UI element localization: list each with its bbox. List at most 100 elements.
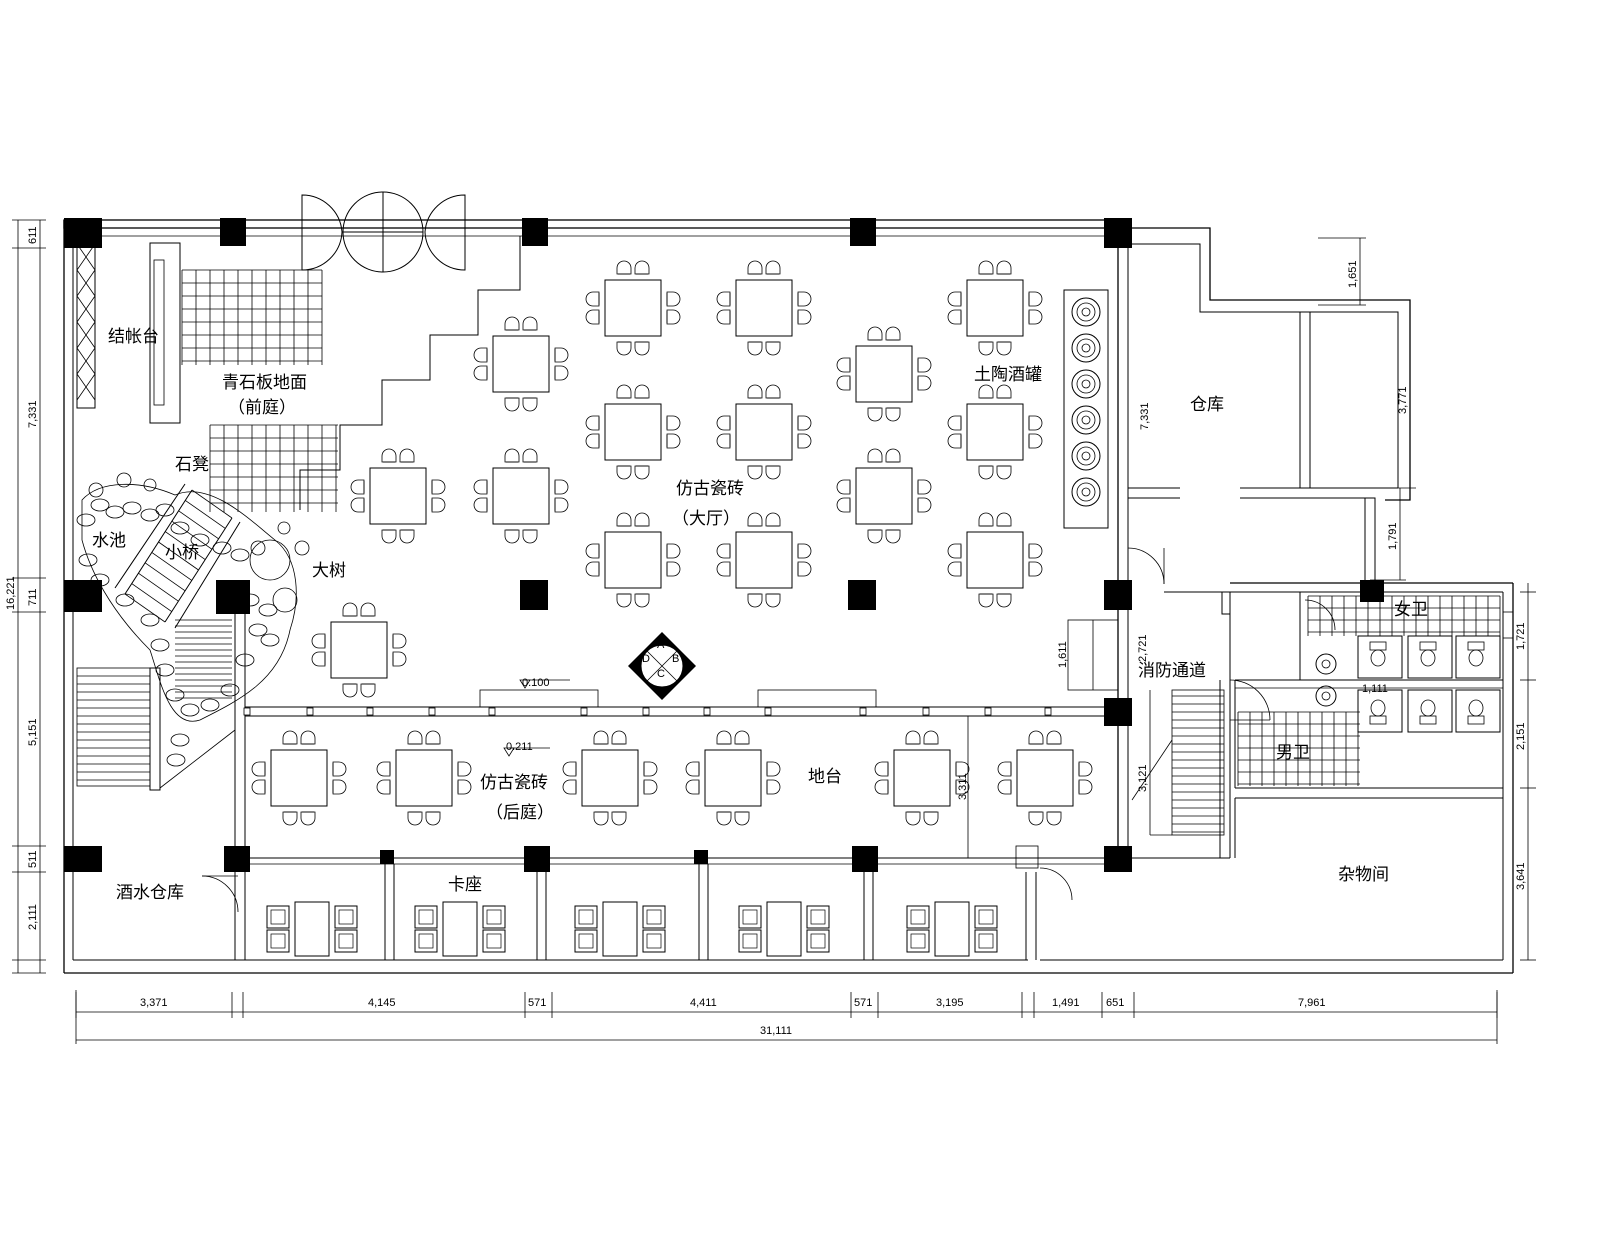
- label-female-wc: 女卫: [1394, 600, 1428, 620]
- dim-bottom-7: 1,491: [1052, 997, 1080, 1009]
- toilet-icon: [1357, 635, 1403, 679]
- chair-icon: [473, 497, 488, 513]
- chair-icon: [585, 309, 600, 325]
- dining-table: [585, 384, 681, 480]
- chair-icon: [342, 602, 358, 617]
- label-big-tree: 大树: [312, 561, 346, 581]
- chair-icon: [947, 433, 962, 449]
- chair-icon: [978, 341, 994, 356]
- dim-left-6: 2,111: [27, 904, 39, 930]
- chair-icon: [734, 811, 750, 826]
- level-platform: 0.100: [522, 677, 550, 689]
- chair-icon: [747, 512, 763, 527]
- label-wine-jars: 土陶酒罐: [974, 365, 1042, 385]
- dining-table: [874, 730, 970, 826]
- dining-table: [251, 730, 347, 826]
- booth-table: [414, 901, 506, 957]
- dining-table: [473, 316, 569, 412]
- wine-jar-icon: [1071, 441, 1101, 471]
- chair-icon: [666, 543, 681, 559]
- dim-left-total: 16,221: [5, 576, 17, 610]
- label-storage: 杂物间: [1338, 865, 1389, 885]
- chair-icon: [522, 316, 538, 331]
- chair-icon: [885, 448, 901, 463]
- dim-left-4: 5,151: [27, 718, 39, 746]
- booth-table: [266, 901, 358, 957]
- chair-icon: [947, 309, 962, 325]
- label-male-wc: 男卫: [1276, 743, 1310, 763]
- chair-icon: [917, 375, 932, 391]
- chair-icon: [947, 415, 962, 431]
- chair-icon: [554, 347, 569, 363]
- chair-icon: [1028, 811, 1044, 826]
- dim-bottom-4: 4,411: [690, 997, 717, 1009]
- chair-icon: [797, 309, 812, 325]
- chair-icon: [251, 761, 266, 777]
- chair-icon: [836, 479, 851, 495]
- wine-jar-icon: [1071, 477, 1101, 507]
- label-pond: 水池: [92, 531, 126, 551]
- chair-icon: [616, 593, 632, 608]
- dim-bottom-5: 571: [854, 997, 872, 1009]
- chair-icon: [716, 730, 732, 745]
- chair-icon: [797, 291, 812, 307]
- dining-table: [473, 448, 569, 544]
- chair-icon: [616, 512, 632, 527]
- dining-table: [585, 512, 681, 608]
- chair-icon: [978, 593, 994, 608]
- chair-icon: [342, 683, 358, 698]
- chair-icon: [867, 326, 883, 341]
- chair-icon: [978, 512, 994, 527]
- label-hall-floor: 仿古瓷砖: [676, 479, 744, 499]
- chair-icon: [747, 260, 763, 275]
- chair-icon: [643, 761, 658, 777]
- chair-icon: [1028, 433, 1043, 449]
- chair-icon: [407, 811, 423, 826]
- dim-total: 31,111: [760, 1025, 792, 1037]
- chair-icon: [392, 633, 407, 649]
- dim-bottom-2: 4,145: [368, 997, 396, 1009]
- chair-icon: [593, 730, 609, 745]
- toilet-icon: [1455, 635, 1501, 679]
- chair-icon: [947, 543, 962, 559]
- label-stone-stool: 石凳: [175, 455, 209, 475]
- label-warehouse: 仓库: [1190, 395, 1224, 415]
- chair-icon: [634, 384, 650, 399]
- chair-icon: [616, 465, 632, 480]
- chair-icon: [1028, 309, 1043, 325]
- chair-icon: [747, 593, 763, 608]
- chair-icon: [1028, 730, 1044, 745]
- wine-jar-icon: [1071, 333, 1101, 363]
- level-back-court: 0.211: [506, 741, 533, 753]
- chair-icon: [996, 384, 1012, 399]
- dim-bottom-3: 571: [528, 997, 546, 1009]
- dim-right-5: 2,151: [1515, 722, 1527, 750]
- dim-inner-2: 1,611: [1057, 641, 1069, 668]
- chair-icon: [332, 779, 347, 795]
- chair-icon: [797, 561, 812, 577]
- entrance-doors: [301, 191, 466, 273]
- chair-icon: [376, 761, 391, 777]
- dim-left-2: 7,331: [27, 400, 39, 428]
- chair-icon: [765, 384, 781, 399]
- chair-icon: [997, 779, 1012, 795]
- chair-icon: [905, 811, 921, 826]
- front-court: [76, 236, 521, 870]
- chair-icon: [716, 291, 731, 307]
- wine-jar-icon: [1071, 369, 1101, 399]
- chair-icon: [716, 415, 731, 431]
- chair-icon: [504, 529, 520, 544]
- chair-icon: [747, 341, 763, 356]
- dining-tables: [251, 260, 1093, 826]
- chair-icon: [666, 561, 681, 577]
- chair-icon: [716, 433, 731, 449]
- chair-icon: [885, 407, 901, 422]
- chair-icon: [473, 347, 488, 363]
- dim-right-6: 3,641: [1515, 862, 1527, 890]
- chair-icon: [747, 465, 763, 480]
- dim-right-3: 1,791: [1387, 522, 1399, 550]
- chair-icon: [996, 341, 1012, 356]
- chair-icon: [634, 593, 650, 608]
- chair-icon: [300, 811, 316, 826]
- columns: [64, 218, 1384, 872]
